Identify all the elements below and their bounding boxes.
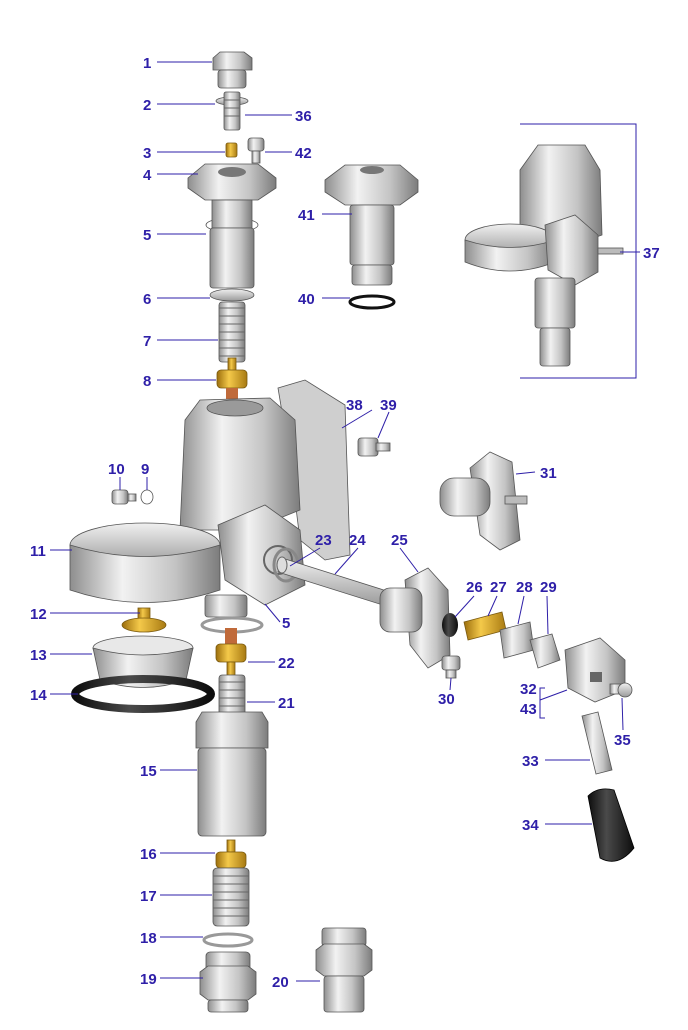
callout-37: 37 — [643, 245, 660, 262]
callout-23: 23 — [315, 532, 332, 549]
callout-15: 15 — [140, 763, 157, 780]
callout-20: 20 — [272, 974, 289, 991]
callout-22: 22 — [278, 655, 295, 672]
part-22-brass-valve — [215, 628, 247, 677]
callout-39: 39 — [380, 397, 397, 414]
callout-8: 8 — [143, 373, 151, 390]
callout-34: 34 — [522, 817, 539, 834]
part-3-brass-screw — [225, 142, 238, 158]
callout-41: 41 — [298, 207, 315, 224]
part-11-main-body — [69, 397, 306, 618]
callout-12: 12 — [30, 606, 47, 623]
part-40-o-ring — [348, 294, 396, 310]
callout-38: 38 — [346, 397, 363, 414]
part-10-screw — [111, 489, 137, 505]
part-27-brass-pin — [463, 611, 507, 641]
part-1-hex-cap — [212, 51, 253, 89]
callout-5-upper: 5 — [143, 227, 151, 244]
callout-28: 28 — [516, 579, 533, 596]
callout-26: 26 — [466, 579, 483, 596]
part-31-flange-assembly — [439, 451, 528, 551]
callout-7: 7 — [143, 333, 151, 350]
part-35-ball — [609, 682, 633, 698]
part-36-threaded-pin — [223, 91, 241, 131]
callout-2: 2 — [143, 97, 151, 114]
part-6-washer — [209, 288, 255, 302]
part-39-bolt — [357, 437, 391, 457]
callout-21: 21 — [278, 695, 295, 712]
assembly-bracket — [520, 123, 637, 379]
callout-43: 43 — [520, 701, 537, 718]
part-29-nut — [529, 633, 561, 669]
callout-13: 13 — [30, 647, 47, 664]
part-37-assembly — [464, 144, 624, 367]
callout-18: 18 — [140, 930, 157, 947]
callout-16: 16 — [140, 846, 157, 863]
part-26-seal — [442, 613, 458, 637]
callout-32: 32 — [520, 681, 537, 698]
part-25-flange — [379, 567, 451, 669]
part-30-screw — [441, 655, 461, 679]
part-42-socket-screw — [247, 137, 265, 164]
callout-35: 35 — [614, 732, 631, 749]
part-33-threaded-rod — [581, 711, 613, 775]
part-19-hex-fitting — [199, 951, 257, 1013]
part-8-brass-valve — [216, 357, 248, 404]
callout-25: 25 — [391, 532, 408, 549]
callout-31: 31 — [540, 465, 557, 482]
callout-5-lower: 5 — [282, 615, 290, 632]
part-24-shaft — [276, 556, 391, 607]
part-9-washer — [140, 489, 154, 505]
callout-6: 6 — [143, 291, 151, 308]
callout-40: 40 — [298, 291, 315, 308]
callout-42: 42 — [295, 145, 312, 162]
callout-1: 1 — [143, 55, 151, 72]
callout-11: 11 — [30, 543, 46, 560]
callout-36: 36 — [295, 108, 312, 125]
part-15-lower-tube — [195, 711, 269, 837]
callout-9: 9 — [141, 461, 149, 478]
callout-29: 29 — [540, 579, 557, 596]
part-16-brass-valve — [215, 839, 247, 869]
callout-19: 19 — [140, 971, 157, 988]
callout-27: 27 — [490, 579, 507, 596]
callout-17: 17 — [140, 888, 157, 905]
part-20-fitting — [315, 927, 373, 1013]
leader-lines — [50, 61, 640, 982]
part-7-spring — [218, 301, 246, 363]
callout-3: 3 — [143, 145, 151, 162]
callout-labels: 1 2 36 3 42 4 41 5 37 6 40 7 8 38 39 10 … — [30, 55, 660, 991]
part-17-spring — [212, 867, 250, 927]
part-34-knob — [587, 788, 635, 862]
callout-10: 10 — [108, 461, 125, 478]
callout-30: 30 — [438, 691, 455, 708]
callout-24: 24 — [349, 532, 366, 549]
callout-4: 4 — [143, 167, 152, 184]
callout-33: 33 — [522, 753, 539, 770]
callout-14: 14 — [30, 687, 47, 704]
part-4-flange — [187, 163, 277, 201]
part-tube-upper — [209, 199, 255, 289]
part-41-flange-tube — [324, 164, 419, 286]
part-18-washer — [202, 932, 254, 948]
part-12-brass-knob — [121, 607, 167, 633]
